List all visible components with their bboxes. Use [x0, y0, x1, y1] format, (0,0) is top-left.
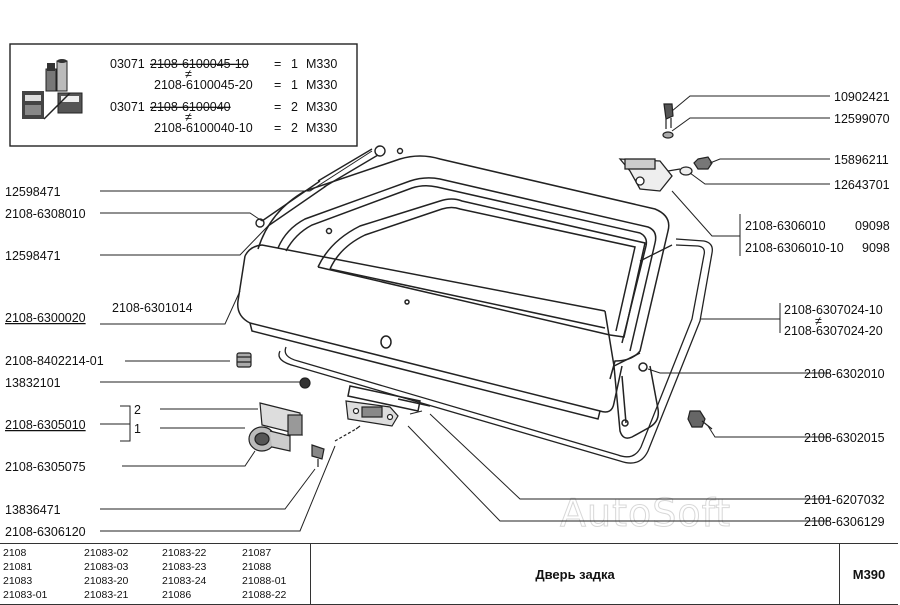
- legend-line-1-part: 2108-6100045-10: [150, 57, 249, 71]
- bolt-washer-drawing: [662, 103, 713, 176]
- label-door-panel: 2108-6301014: [112, 301, 193, 315]
- model-cell: 21083-01: [3, 589, 48, 601]
- model-list: 2108 21083-02 21083-22 21087 21081 21083…: [0, 544, 311, 604]
- legend-line-3-eq: =: [274, 100, 281, 114]
- legend-line-4-part: 2108-6100040-10: [154, 121, 253, 135]
- model-cell: 21081: [3, 561, 33, 573]
- label-hinge-b: 2108-6306010-10: [745, 241, 844, 255]
- label-plug: 13832101: [5, 376, 61, 390]
- model-cell: 21083-22: [162, 547, 207, 559]
- legend-line-3-prefix: 03071: [110, 100, 145, 114]
- legend-line-4-code: M330: [306, 121, 337, 135]
- model-cell: 21088: [242, 561, 272, 573]
- label-door-assembly: 2108-6300020: [5, 311, 86, 325]
- model-cell: 21083-03: [84, 561, 129, 573]
- legend-box: 03071 2108-6100045-10 = 1 M330 ≠ 2108-61…: [9, 43, 358, 147]
- label-washer-1: 12599070: [834, 112, 890, 126]
- label-latch-spring: 2101-6207032: [804, 493, 885, 507]
- label-strut-end-2: 12598471: [5, 249, 61, 263]
- model-cell: 2108: [3, 547, 27, 559]
- legend-line-1-eq: =: [274, 57, 281, 71]
- legend-line-2-part: 2108-6100045-20: [154, 78, 253, 92]
- model-cell: 21083-23: [162, 561, 207, 573]
- model-cell: 21088-01: [242, 575, 287, 587]
- label-hinge-a: 2108-6306010: [745, 219, 826, 233]
- legend-line-1-code: M330: [306, 57, 337, 71]
- leader-lines: [100, 95, 830, 532]
- label-lock: 2108-6306120: [5, 525, 86, 539]
- door-seal-drawing: [278, 238, 713, 464]
- label-hinge-b-code: 9098: [862, 241, 890, 255]
- label-lock-part-1: 1: [134, 422, 141, 436]
- label-lock-cylinder-cover: 2108-6305075: [5, 460, 86, 474]
- model-cell: 21083-20: [84, 575, 129, 587]
- label-bolt: 10902421: [834, 90, 890, 104]
- legend-line-1-qty: 1: [291, 57, 298, 71]
- gas-strut-drawing: [255, 145, 404, 228]
- label-washer-2: 12643701: [834, 178, 890, 192]
- label-hinge-a-code: 09098: [855, 219, 890, 233]
- legend-line-3-code: M330: [306, 100, 337, 114]
- hinge-drawing: [618, 158, 681, 192]
- model-cell: 21083-24: [162, 575, 207, 587]
- model-cell: 21083: [3, 575, 33, 587]
- legend-neq-2: ≠: [185, 110, 192, 124]
- label-lock-striker: 2108-6306129: [804, 515, 885, 529]
- label-bushing: 2108-6302010: [804, 367, 885, 381]
- legend-line-2-code: M330: [306, 78, 337, 92]
- label-seal-a: 2108-6307024-10: [784, 303, 883, 317]
- model-cell: 21086: [162, 589, 192, 601]
- tailgate-door-drawing: [237, 155, 670, 439]
- sheet-title: Дверь задка: [311, 544, 840, 604]
- label-seal-b: 2108-6307024-20: [784, 324, 883, 338]
- legend-line-3-part: 2108-6100040: [150, 100, 231, 114]
- label-nut: 15896211: [834, 153, 889, 167]
- small-parts-drawing: [236, 352, 713, 467]
- label-lock-part-2: 2: [134, 403, 141, 417]
- watermark: AutoSoft: [560, 491, 731, 535]
- legend-line-2-eq: =: [274, 78, 281, 92]
- legend-line-1-prefix: 03071: [110, 57, 145, 71]
- label-seal-neq: ≠: [815, 314, 822, 328]
- label-strut-end-1: 12598471: [5, 185, 61, 199]
- legend-line-3-qty: 2: [291, 100, 298, 114]
- lubricant-icon: [22, 59, 83, 120]
- legend-neq-1: ≠: [185, 67, 192, 81]
- label-screw: 13836471: [5, 503, 61, 517]
- legend-line-4-eq: =: [274, 121, 281, 135]
- legend-line-4-qty: 2: [291, 121, 298, 135]
- model-cell: 21087: [242, 547, 272, 559]
- title-block: 2108 21083-02 21083-22 21087 21081 21083…: [0, 543, 898, 605]
- label-screw-right: 2108-6302015: [804, 431, 885, 445]
- label-bumper: 2108-8402214-01: [5, 354, 104, 368]
- label-lock-cylinder-assy: 2108-6305010: [5, 418, 86, 432]
- label-gas-strut: 2108-6308010: [5, 207, 86, 221]
- model-cell: 21083-21: [84, 589, 129, 601]
- model-cell: 21083-02: [84, 547, 129, 559]
- legend-line-2-qty: 1: [291, 78, 298, 92]
- sheet-code: M390: [852, 566, 886, 582]
- model-cell: 21088-22: [242, 589, 287, 601]
